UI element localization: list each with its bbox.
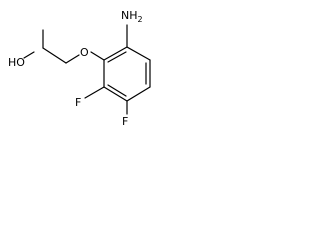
bond-ring-double-1 bbox=[107, 51, 127, 63]
bond-ring-2-3 bbox=[126, 46, 151, 61]
fluorine-label-2: F bbox=[122, 115, 128, 128]
molecule-structure: HO O NH2 F F bbox=[8, 9, 151, 128]
bond-ring-1-2 bbox=[103, 46, 128, 61]
bond-ho-ch bbox=[23, 51, 35, 59]
bond-ring-4-5 bbox=[126, 86, 151, 102]
bond-ch2-o bbox=[65, 54, 80, 64]
amine-label: NH2 bbox=[121, 9, 143, 24]
bond-ring-5-6 bbox=[103, 86, 128, 102]
hydroxyl-label: HO bbox=[8, 56, 25, 69]
bond-ring-double-3 bbox=[107, 84, 127, 97]
bond-ch-ch2 bbox=[42, 47, 67, 64]
amine-label-subscript: 2 bbox=[138, 15, 143, 24]
fluorine-label-1: F bbox=[75, 96, 81, 109]
bond-o-ring bbox=[90, 51, 105, 61]
ether-oxygen-label: O bbox=[80, 46, 89, 59]
amine-label-main: NH bbox=[121, 9, 138, 22]
bond-ring-f1 bbox=[84, 86, 105, 99]
